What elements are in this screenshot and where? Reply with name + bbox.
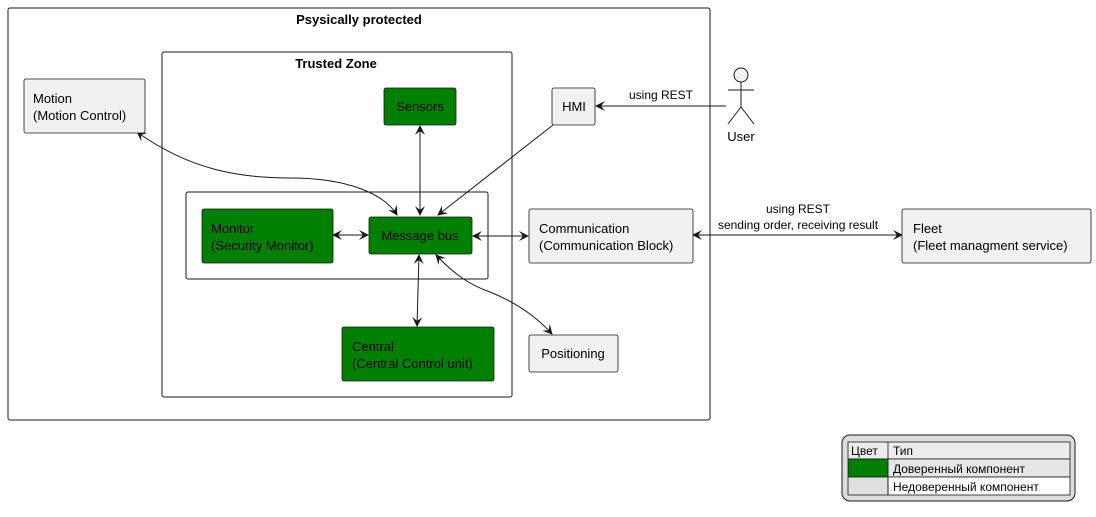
node-hmi[interactable]: HMI [551, 87, 596, 126]
node-sensors[interactable]: Sensors [383, 87, 457, 126]
edge-hmi-messagebus [437, 124, 554, 216]
edge-label-comm-fleet-1: using REST [766, 202, 831, 216]
legend: Цвет Тип Доверенный компонент Недоверенн… [841, 434, 1076, 502]
edge-messagebus-positioning [435, 254, 553, 335]
actor-user-label: User [727, 129, 755, 144]
edge-label-comm-fleet-2: sending order, receiving result [718, 218, 879, 232]
legend-label-trusted: Доверенный компонент [893, 462, 1026, 476]
node-central-desc: (Central Control unit) [352, 356, 473, 371]
actor-user[interactable]: User [727, 67, 755, 144]
node-motion-name: Motion [33, 91, 72, 106]
node-message-bus-name: Message bus [381, 228, 459, 243]
node-motion-desc: (Motion Control) [33, 108, 126, 123]
node-monitor[interactable]: Monitor (Security Monitor) [201, 208, 334, 264]
stick-figure-icon [727, 67, 755, 125]
node-communication-desc: (Communication Block) [539, 238, 673, 253]
edge-motion-messagebus [136, 131, 398, 216]
node-motion[interactable]: Motion (Motion Control) [23, 78, 146, 134]
legend-swatch-trusted [847, 458, 889, 478]
node-communication[interactable]: Communication (Communication Block) [528, 208, 694, 264]
legend-header-color: Цвет [851, 444, 878, 458]
legend-header-type: Тип [893, 444, 913, 458]
node-central[interactable]: Central (Central Control unit) [341, 326, 495, 382]
zone-trusted-title: Trusted Zone [295, 56, 377, 71]
node-fleet[interactable]: Fleet (Fleet managment service) [901, 208, 1092, 264]
node-monitor-name: Monitor [211, 221, 255, 236]
node-positioning[interactable]: Positioning [528, 334, 619, 373]
node-communication-name: Communication [539, 221, 629, 236]
zone-physically-protected-title: Psysically protected [296, 12, 422, 27]
node-monitor-desc: (Security Monitor) [211, 238, 314, 253]
edge-messagebus-central [412, 254, 424, 327]
legend-label-untrusted: Недоверенный компонент [893, 480, 1039, 494]
edge-label-user-hmi: using REST [629, 88, 694, 102]
node-message-bus[interactable]: Message bus [368, 216, 473, 255]
legend-swatch-untrusted [847, 476, 889, 496]
node-fleet-desc: (Fleet managment service) [913, 238, 1068, 253]
node-positioning-name: Positioning [541, 346, 605, 361]
edges [136, 101, 903, 335]
node-central-name: Central [352, 339, 394, 354]
node-sensors-name: Sensors [396, 99, 444, 114]
node-fleet-name: Fleet [913, 221, 942, 236]
zone-physically-protected: Psysically protected [7, 7, 711, 421]
zone-trusted: Trusted Zone [161, 51, 513, 398]
node-hmi-name: HMI [562, 99, 586, 114]
